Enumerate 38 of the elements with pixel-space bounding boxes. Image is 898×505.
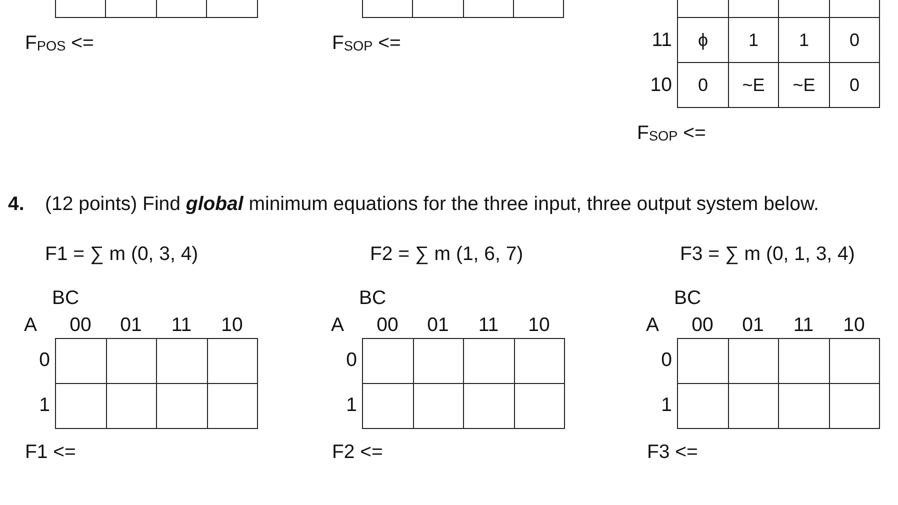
column-label: 00: [70, 313, 92, 337]
row-label: 0: [39, 348, 50, 372]
axis-label: BC: [52, 286, 80, 310]
column-label: 11: [478, 313, 499, 337]
axis-label: A: [24, 313, 38, 337]
column-label: 10: [843, 313, 865, 337]
axis-label: BC: [674, 286, 702, 310]
answer-prompt: F3 <=: [647, 440, 698, 464]
kmap-cell: 0: [829, 17, 880, 63]
minterm-equation: F2 = ∑ m (1, 6, 7): [370, 242, 524, 266]
kmap-cell: ϕ: [677, 17, 729, 63]
question-text: (12 points) Find global minimum equations for the three input, three output system below.: [45, 192, 819, 216]
minterm-equation: F1 = ∑ m (0, 3, 4): [45, 242, 198, 266]
column-label: 01: [742, 313, 764, 337]
answer-prompt: F1 <=: [25, 440, 76, 464]
row-label: 1: [39, 393, 50, 417]
column-label: 01: [427, 313, 449, 337]
answer-prompt: F2 <=: [332, 440, 383, 464]
row-label: 1: [346, 393, 357, 417]
row-label: 11: [652, 28, 672, 52]
minterm-equation: F3 = ∑ m (0, 1, 3, 4): [680, 242, 855, 266]
column-label: 11: [171, 313, 192, 337]
column-label: 00: [692, 313, 714, 337]
row-label: 0: [661, 348, 672, 372]
row-label: 1: [661, 393, 672, 417]
column-label: 10: [528, 313, 550, 337]
column-label: 10: [221, 313, 243, 337]
axis-label: A: [646, 313, 660, 337]
kmap-cell: 0: [829, 62, 880, 108]
column-label: 01: [120, 313, 142, 337]
row-label: 0: [346, 348, 357, 372]
column-label: 00: [376, 313, 398, 337]
axis-label: A: [331, 313, 344, 337]
column-label: 11: [793, 313, 814, 337]
axis-label: BC: [359, 286, 386, 310]
question-number: 4.: [8, 192, 24, 216]
kmap-cell: 0: [677, 62, 729, 108]
row-label: 10: [650, 73, 672, 97]
